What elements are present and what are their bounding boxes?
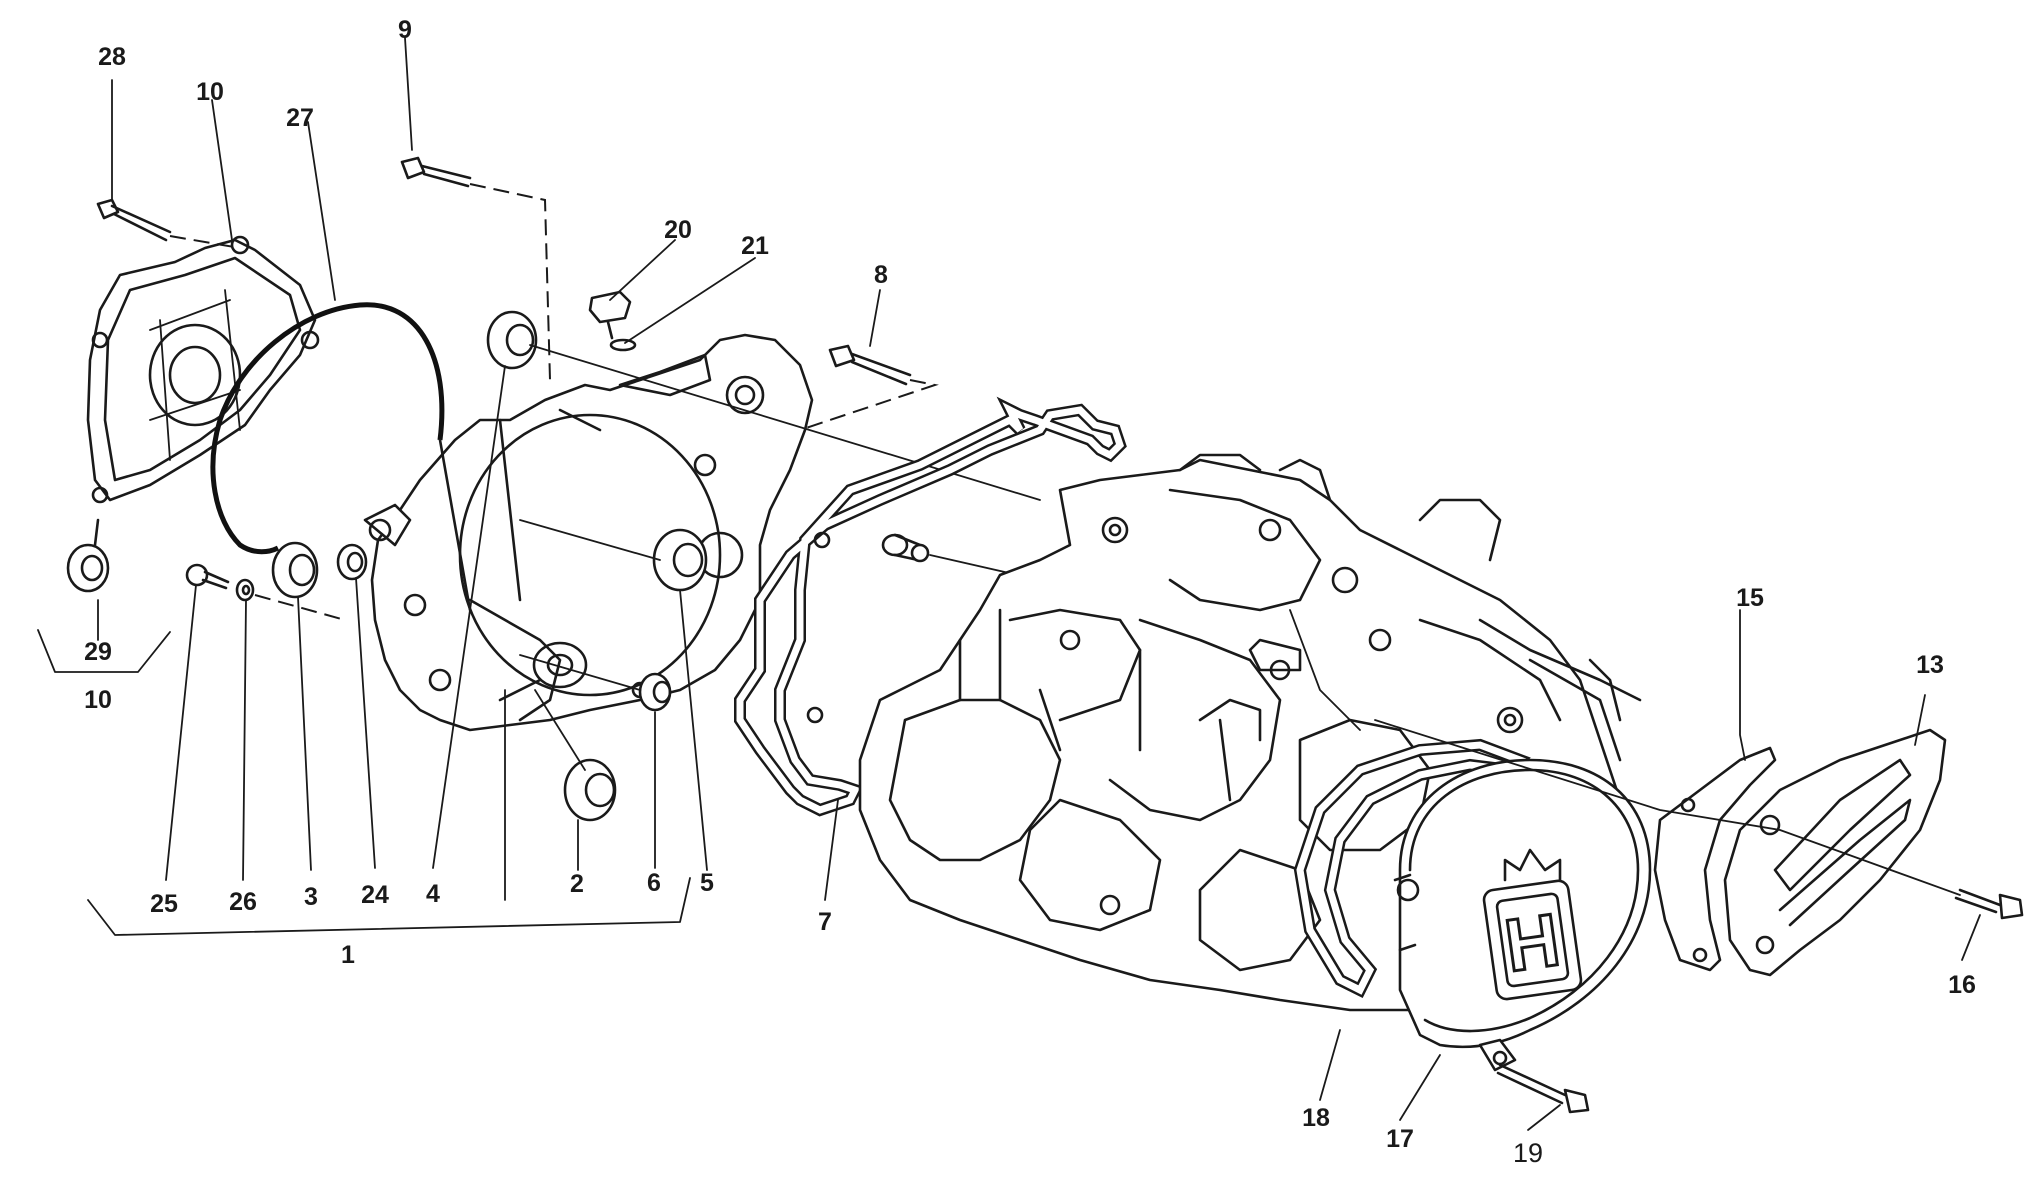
- callout-8: 8: [874, 261, 888, 289]
- o-ring-27: [210, 302, 445, 555]
- group-bracket-10: [37, 629, 171, 673]
- callout-10-top: 10: [196, 78, 224, 106]
- bolt-19: [1496, 1063, 1590, 1114]
- callout-24: 24: [361, 881, 389, 909]
- bearing-2: [534, 689, 617, 822]
- callout-27: 27: [286, 104, 314, 132]
- callout-13: 13: [1916, 651, 1944, 679]
- callout-18: 18: [1302, 1104, 1330, 1132]
- ignition-cover-17: H: [1393, 758, 1652, 1072]
- crankcase-gasket-7: [734, 396, 1127, 817]
- callout-15: 15: [1736, 584, 1764, 612]
- pump-cover: [86, 235, 320, 504]
- bearing-3: [254, 541, 346, 621]
- bolt-16: [1954, 888, 2024, 920]
- needle-bearing-24: [336, 543, 368, 581]
- callout-25: 25: [150, 890, 178, 918]
- callout-16: 16: [1948, 971, 1976, 999]
- callout-29: 29: [84, 638, 112, 666]
- plate-15: [1653, 746, 1777, 972]
- callout-labels: 1 2 3 4 5 6 7 8 9 10 10 13 15 16 17 18 1…: [84, 16, 1976, 1168]
- callout-21: 21: [741, 232, 769, 260]
- leader-lines: [97, 37, 1981, 1131]
- callout-2: 2: [570, 870, 584, 898]
- logo-letter: H: [1500, 898, 1564, 988]
- callout-17: 17: [1386, 1125, 1414, 1153]
- callout-28: 28: [98, 43, 126, 71]
- bolt-8: [799, 344, 939, 431]
- callout-26: 26: [229, 888, 257, 916]
- washer-26: [235, 578, 255, 602]
- crankcase-half-left: [363, 333, 814, 732]
- callout-1: 1: [341, 941, 355, 969]
- seal-29: [66, 518, 110, 593]
- group-bracket-1: [87, 877, 691, 936]
- callout-20: 20: [664, 216, 692, 244]
- callout-4: 4: [426, 880, 440, 908]
- bolt-28: [96, 198, 241, 249]
- callout-6: 6: [647, 869, 661, 897]
- needle-bearing-6: [519, 654, 672, 712]
- callout-9: 9: [398, 16, 412, 44]
- callout-10-bottom: 10: [84, 686, 112, 714]
- bearing-5: [519, 519, 708, 592]
- bolt-25: [185, 563, 230, 590]
- callout-19: 19: [1513, 1138, 1543, 1168]
- washer-21: [609, 338, 637, 352]
- oil-plug-20: [588, 290, 632, 340]
- callout-3: 3: [304, 883, 318, 911]
- bolt-9: [400, 156, 551, 381]
- callout-5: 5: [700, 869, 714, 897]
- cover-13: [1374, 719, 1961, 977]
- brand-logo: H: [1482, 848, 1583, 1001]
- callout-7: 7: [818, 908, 832, 936]
